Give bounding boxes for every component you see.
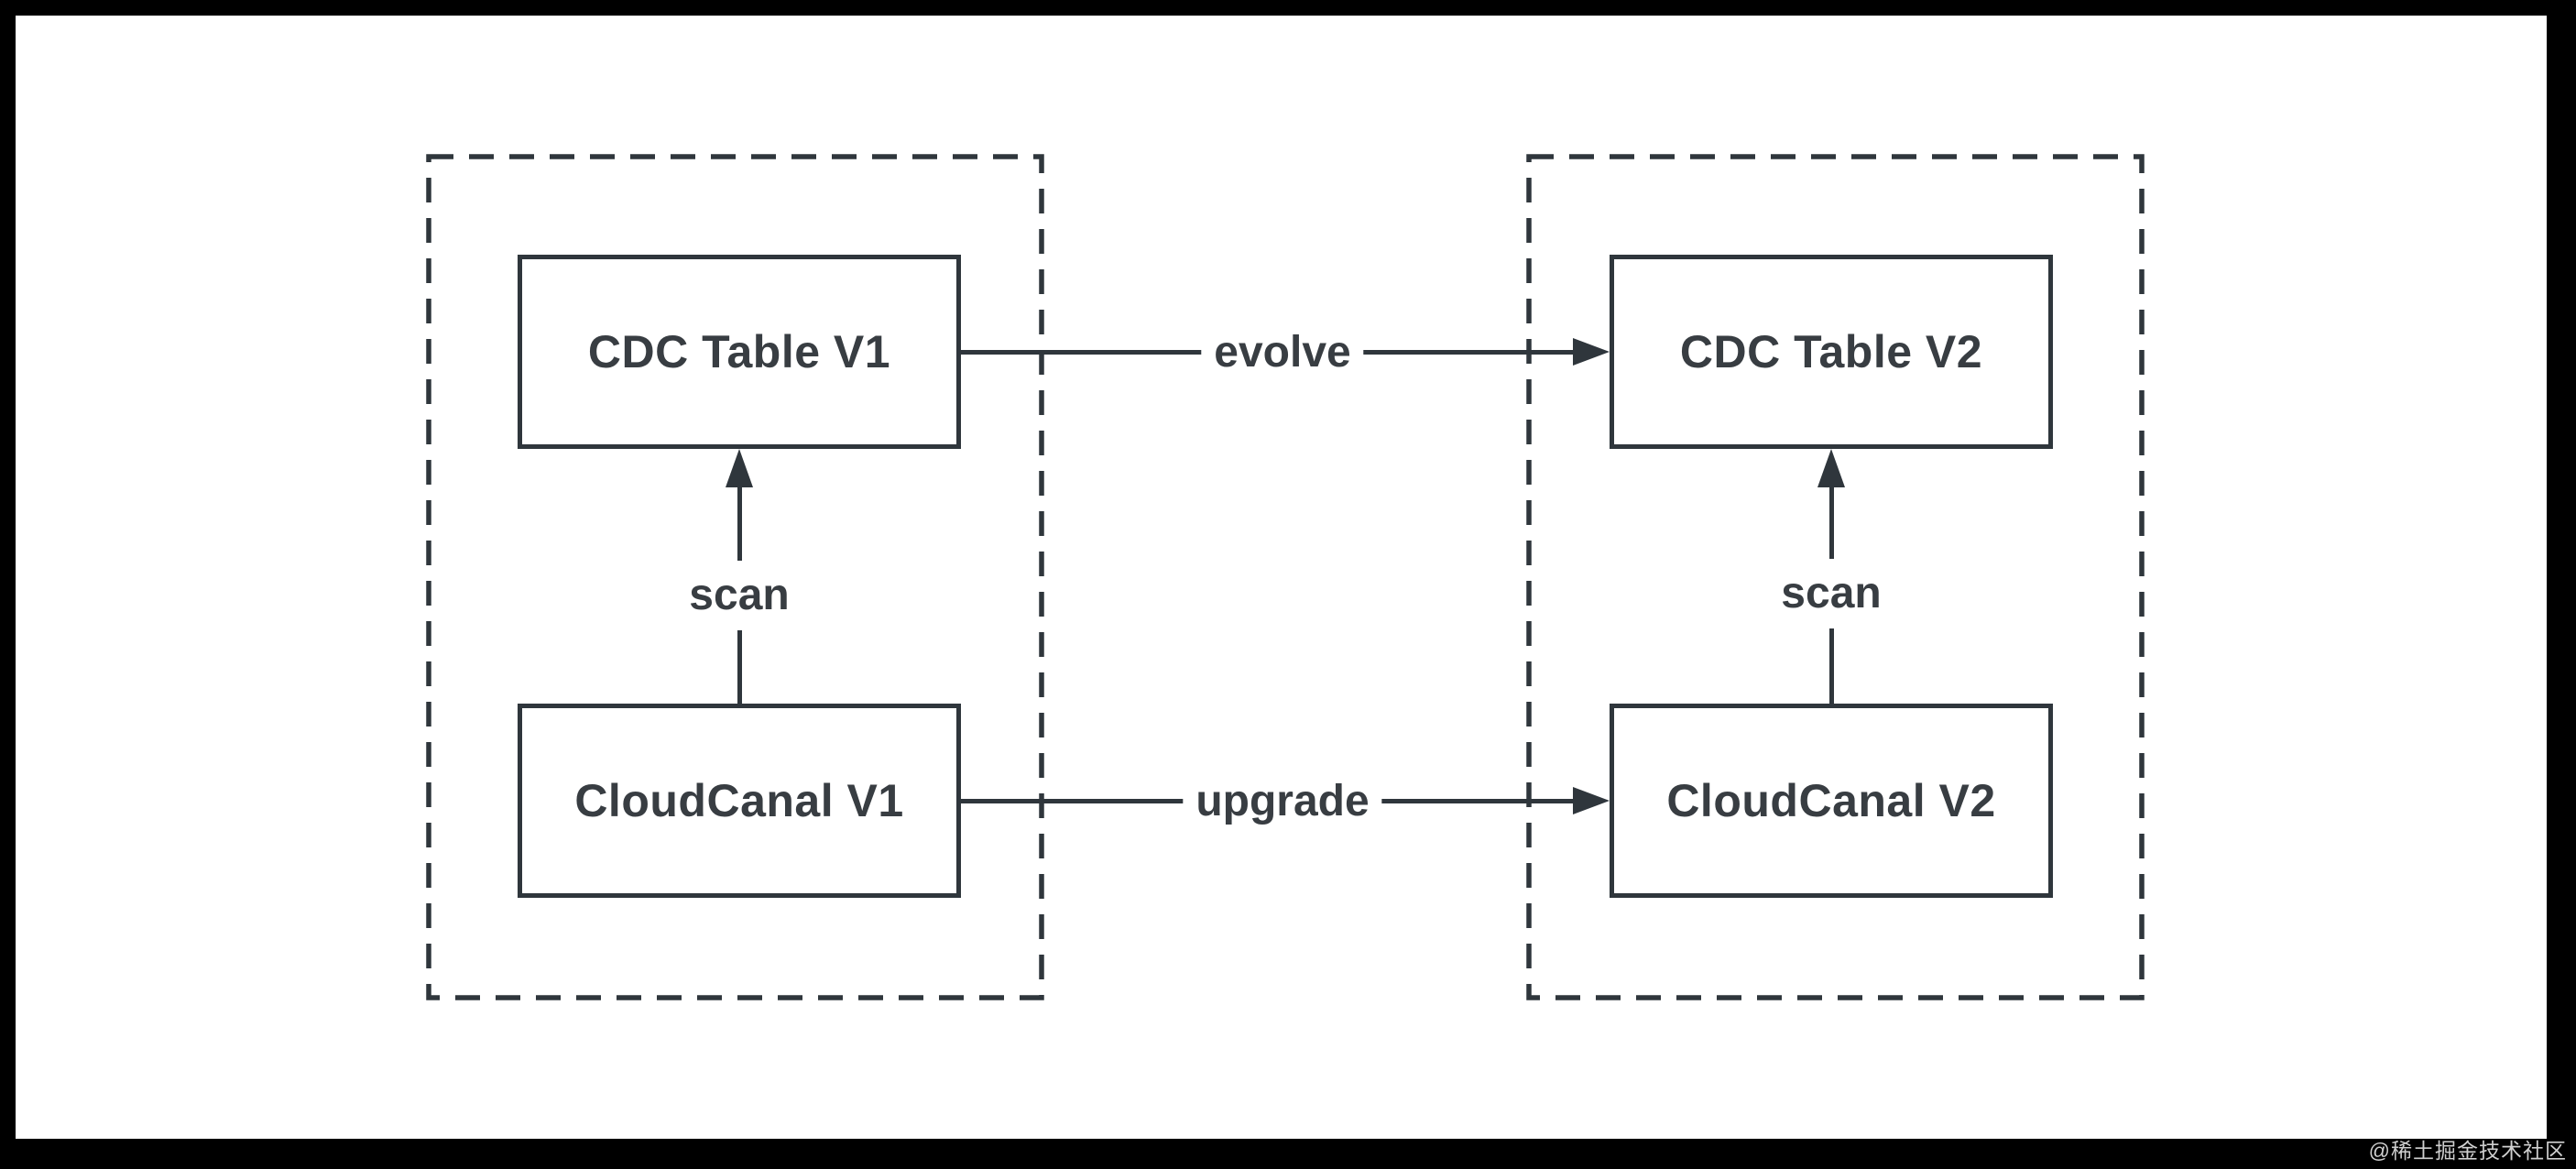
diagram-canvas xyxy=(16,16,2547,1139)
edge-label-scan-v2: scan xyxy=(1777,559,1885,628)
node-label-cdc-table-v1: CDC Table V1 xyxy=(587,326,891,377)
edge-label-evolve: evolve xyxy=(1201,325,1364,380)
node-cdc-table-v2: CDC Table V2 xyxy=(1610,255,2053,449)
edge-label-upgrade: upgrade xyxy=(1183,774,1382,829)
v1-dashed-group-box xyxy=(426,154,1044,1000)
arrowhead-right-icon xyxy=(1573,338,1610,366)
node-label-cloudcanal-v2: CloudCanal V2 xyxy=(1666,775,1996,826)
node-cloudcanal-v2: CloudCanal V2 xyxy=(1610,704,2053,898)
node-cloudcanal-v1: CloudCanal V1 xyxy=(518,704,961,898)
edge-label-scan-v1: scan xyxy=(685,561,793,630)
dashed-rect-icon xyxy=(1526,154,2145,1000)
node-cdc-table-v1: CDC Table V1 xyxy=(518,255,961,449)
watermark: @稀土掘金技术社区 xyxy=(2368,1139,2567,1163)
dashed-rect-icon xyxy=(426,154,1044,1000)
v2-dashed-group-box xyxy=(1526,154,2145,1000)
arrowhead-up-icon xyxy=(726,449,753,487)
arrowhead-up-icon xyxy=(1817,449,1845,487)
node-label-cloudcanal-v1: CloudCanal V1 xyxy=(574,775,904,826)
arrowhead-right-icon xyxy=(1573,787,1610,814)
node-label-cdc-table-v2: CDC Table V2 xyxy=(1679,326,1983,377)
